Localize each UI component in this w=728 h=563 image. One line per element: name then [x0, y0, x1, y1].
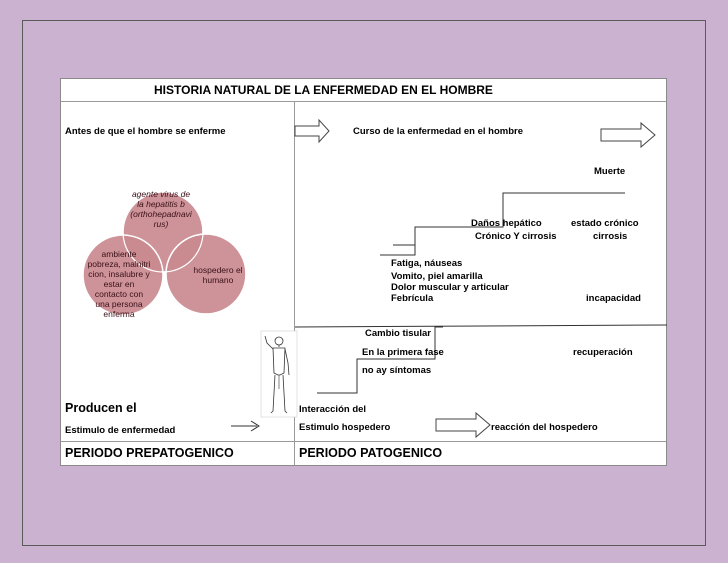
course-label: Curso de la enfermedad en el hombre [353, 126, 523, 137]
symptom-4: Febrícula [391, 293, 434, 304]
produce-label: Producen el [65, 401, 137, 415]
host-line: humano [203, 275, 234, 285]
environment-line: estar en [104, 279, 135, 289]
prepathogenic-period-label: PERIODO PREPATOGENICO [65, 446, 234, 460]
recovery-label: recuperación [573, 347, 633, 358]
no-symptoms-label: no ay síntomas [362, 365, 432, 376]
cirrhosis-label: cirrosis [593, 231, 628, 242]
environment-line: enferma [103, 309, 134, 319]
agent-line: la hepatitis b [137, 199, 185, 209]
symptom-3: Dolor muscular y articular [391, 282, 509, 293]
chronic-state-label: estado crónico [571, 218, 639, 229]
title-divider [61, 101, 666, 102]
pathogenic-period-label: PERIODO PATOGENICO [299, 446, 443, 460]
tissue-change-label: Cambio tisular [365, 328, 431, 339]
environment-line: cion, insalubre y [88, 269, 150, 279]
diagram-title: HISTORIA NATURAL DE LA ENFERMEDAD EN EL … [154, 83, 493, 97]
host-reaction-label: reacción del hospedero [491, 422, 598, 433]
host-stimulus-label: Estimulo hospedero [299, 422, 391, 433]
agent-line: rus) [154, 219, 169, 229]
period-divider [61, 441, 666, 442]
chronic-cirrhosis-label: Crónico Y cirrosis [475, 231, 557, 242]
first-phase-label: En la primera fase [362, 347, 444, 358]
agent-line: (orthohepadnavi [130, 209, 193, 219]
symptom-2: Vomito, piel amarilla [391, 271, 483, 282]
reaction-arrow-icon [435, 411, 491, 439]
environment-line: una persona [95, 299, 143, 309]
environment-line: ambiente [102, 249, 137, 259]
disability-label: incapacidad [586, 293, 641, 304]
environment-line: pobreza, malnitri [88, 259, 151, 269]
before-illness-label: Antes de que el hombre se enferme [65, 126, 226, 137]
death-label: Muerte [594, 166, 626, 177]
course-arrow-right-icon [600, 121, 656, 149]
page-frame [22, 20, 706, 546]
host-line: hospedero el [193, 265, 242, 275]
disease-progression-steps [294, 192, 668, 394]
agent-line: agente virus de [132, 189, 190, 199]
liver-damage-label: Daños hepático [471, 218, 542, 229]
human-figure-icon [260, 330, 298, 418]
column-divider [294, 101, 295, 465]
stimulus-arrow-icon [231, 420, 260, 432]
environment-line: contacto con [95, 289, 143, 299]
stimulus-label: Estimulo de enfermedad [65, 425, 176, 436]
interaction-label: Interacción del [299, 404, 367, 415]
diagram-sheet: HISTORIA NATURAL DE LA ENFERMEDAD EN EL … [60, 78, 668, 466]
course-arrow-left-icon [294, 118, 330, 144]
symptom-1: Fatiga, náuseas [391, 258, 463, 269]
